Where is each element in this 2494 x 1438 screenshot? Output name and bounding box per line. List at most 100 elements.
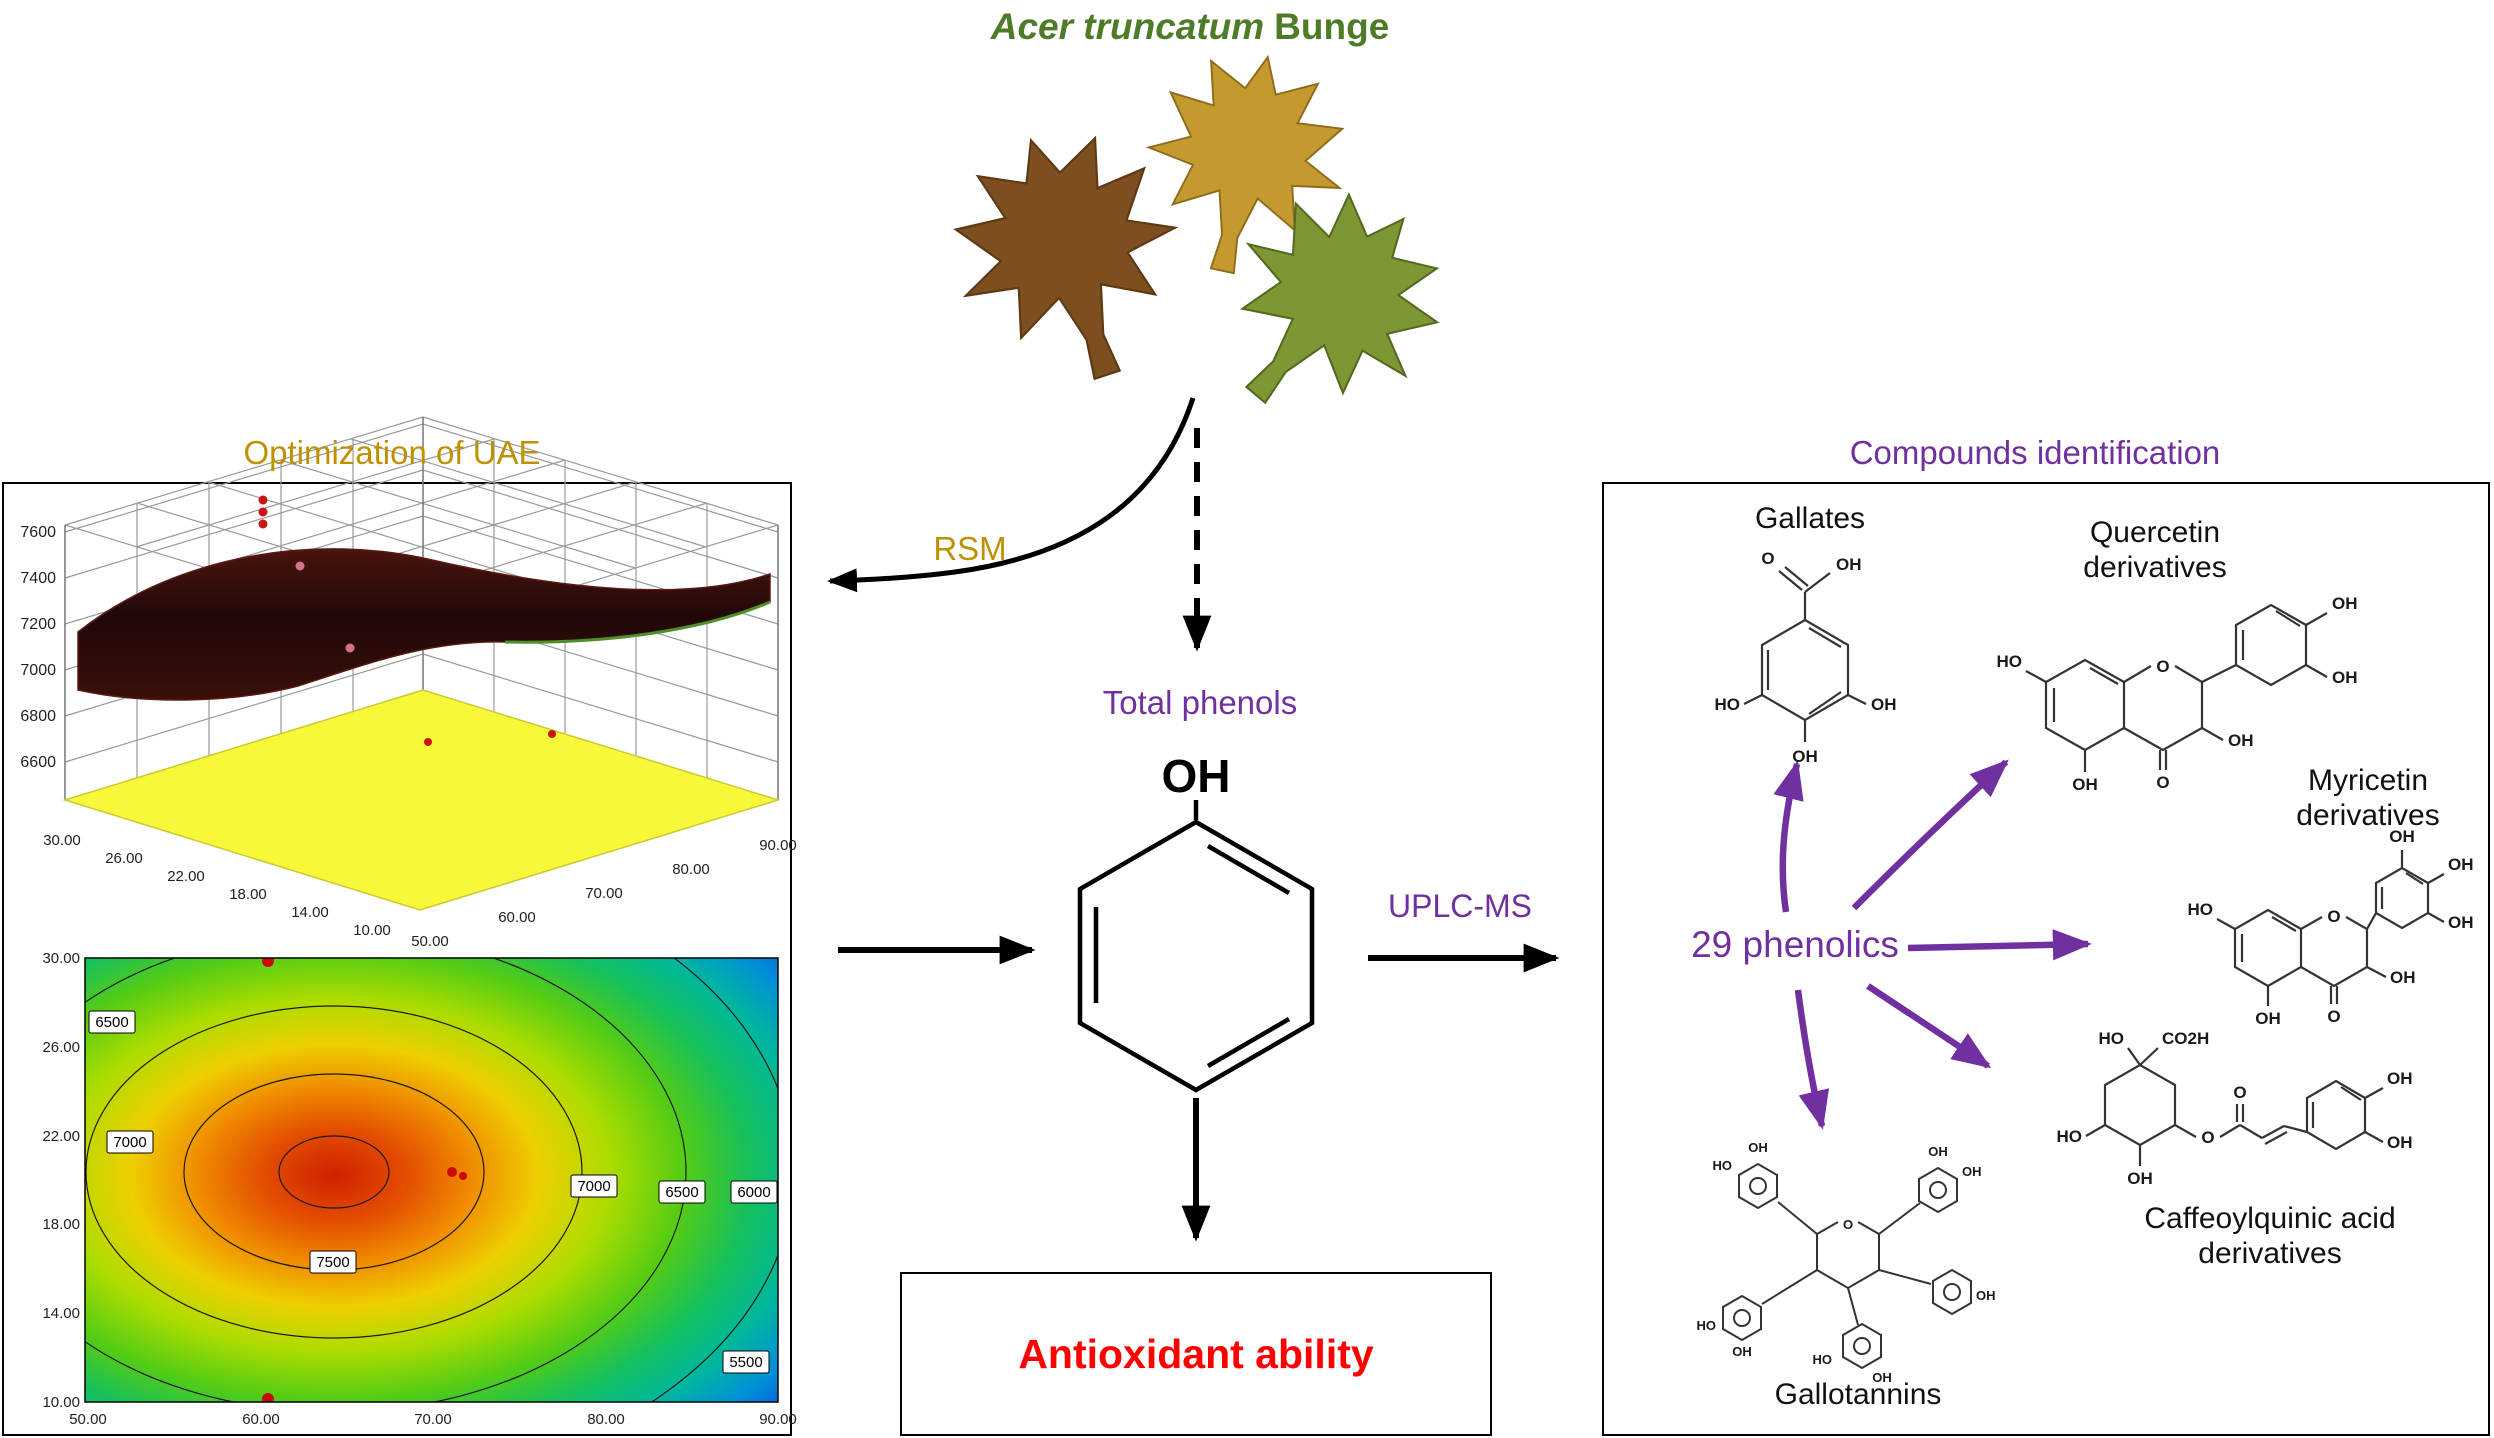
svg-text:OH: OH [2389, 827, 2415, 846]
svg-text:O: O [2156, 773, 2169, 792]
svg-text:OH: OH [1976, 1288, 1996, 1303]
svg-text:OH: OH [2448, 913, 2474, 932]
svg-text:OH: OH [1748, 1140, 1768, 1155]
caffeoylquinic-structure: HO CO2H HO OH O O OH OH [2057, 1029, 2413, 1188]
svg-text:O: O [2233, 1083, 2246, 1102]
caffeoylquinic-label: Caffeoylquinic acid derivatives [2118, 1202, 2422, 1271]
svg-text:7000: 7000 [113, 1134, 146, 1151]
svg-text:O: O [2327, 907, 2340, 926]
arrow-to-quercetin [1851, 759, 2009, 911]
surface-floor-plane [62, 689, 781, 911]
uplc-ms-label: UPLC-MS [1387, 888, 1532, 924]
svg-text:80.00: 80.00 [672, 861, 710, 878]
response-surface [77, 548, 771, 701]
svg-text:6800: 6800 [20, 708, 56, 725]
antioxidant-label: Antioxidant ability [1018, 1330, 1374, 1377]
svg-text:OH: OH [1928, 1144, 1948, 1159]
left-panel-heading: Optimization of UAE [243, 434, 541, 471]
svg-text:80.00: 80.00 [587, 1411, 625, 1428]
antioxidant-box: Antioxidant ability [900, 1272, 1492, 1436]
svg-text:OH: OH [2255, 1009, 2281, 1028]
svg-text:O: O [2156, 657, 2169, 676]
gallates-label: Gallates [1754, 502, 1866, 535]
svg-text:OH: OH [1836, 555, 1862, 574]
svg-text:HO: HO [1713, 1158, 1733, 1173]
svg-text:OH: OH [1871, 695, 1897, 714]
svg-text:6600: 6600 [20, 754, 56, 771]
svg-text:50.00: 50.00 [411, 933, 449, 950]
main-title-authority: Bunge [1274, 6, 1390, 47]
contour-border [84, 957, 779, 1403]
quercetin-label: Quercetin derivatives [2035, 516, 2275, 585]
svg-text:90.00: 90.00 [759, 837, 797, 854]
surface-3d-plot: 7600 7400 7200 7000 6800 6600 30.00 26.0… [20, 416, 797, 950]
svg-text:7500: 7500 [316, 1254, 349, 1271]
svg-text:6000: 6000 [737, 1184, 770, 1201]
surface-y-ticks: 50.00 60.00 70.00 80.00 90.00 [411, 837, 797, 950]
svg-text:HO: HO [1997, 652, 2023, 671]
phenolics-arrows [1773, 759, 2092, 1130]
rsm-curved-arrow [827, 397, 1196, 593]
svg-text:30.00: 30.00 [42, 950, 80, 967]
svg-text:30.00: 30.00 [43, 832, 81, 849]
right-panel [1602, 482, 2490, 1436]
svg-text:O: O [2327, 1007, 2340, 1026]
svg-text:6500: 6500 [665, 1184, 698, 1201]
total-phenols-label: Total phenols [1102, 684, 1298, 721]
svg-text:HO: HO [1697, 1318, 1717, 1333]
svg-text:HO: HO [2057, 1127, 2083, 1146]
svg-text:70.00: 70.00 [414, 1411, 452, 1428]
svg-text:OH: OH [2072, 775, 2098, 794]
main-title-species: Acer truncatum [990, 6, 1265, 47]
svg-text:O: O [2201, 1128, 2214, 1147]
svg-text:90.00: 90.00 [759, 1411, 797, 1428]
caffeoylquinic-label-line1: Caffeoylquinic acid [2144, 1202, 2396, 1235]
svg-text:22.00: 22.00 [167, 868, 205, 885]
svg-text:70.00: 70.00 [585, 885, 623, 902]
quercetin-label-line1: Quercetin [2089, 516, 2221, 549]
svg-text:5500: 5500 [729, 1354, 762, 1371]
gallotannins-structure: O HO OH OH OH OH OH HO HO OH [1697, 1140, 1996, 1385]
gallates-structure: O OH HO OH OH [1715, 549, 1897, 766]
svg-text:OH: OH [1792, 747, 1818, 766]
rsm-label: RSM [933, 530, 1007, 567]
svg-text:7600: 7600 [20, 524, 56, 541]
svg-text:7000: 7000 [20, 662, 56, 679]
myricetin-label-line1: Myricetin [2307, 764, 2428, 797]
surface-green-edge [504, 600, 771, 644]
svg-text:60.00: 60.00 [498, 909, 536, 926]
quercetin-label-line2: derivatives [2083, 550, 2227, 584]
svg-text:60.00: 60.00 [242, 1411, 280, 1428]
svg-text:18.00: 18.00 [229, 886, 267, 903]
svg-text:26.00: 26.00 [42, 1039, 80, 1056]
quercetin-structure: HO O OH OH OH O OH [1997, 594, 2358, 794]
svg-text:OH: OH [2387, 1133, 2413, 1152]
svg-text:HO: HO [2099, 1029, 2125, 1048]
contour-y-ticks: 30.00 26.00 22.00 18.00 14.00 10.00 [42, 950, 80, 1411]
arrow-to-myricetin [1907, 929, 2092, 961]
arrow-to-gallotannins [1794, 989, 1830, 1130]
svg-text:O: O [1761, 549, 1774, 568]
contour-plot: 6500 7000 7500 7000 6500 6000 5500 30.00… [42, 950, 797, 1428]
phenol-structure: OH [1077, 750, 1315, 1093]
svg-text:OH: OH [1732, 1344, 1752, 1359]
svg-text:OH: OH [2332, 594, 2358, 613]
myricetin-label: Myricetin derivatives [2262, 764, 2474, 833]
phenolics-count-label: 29 phenolics [1691, 924, 1899, 965]
myricetin-structure: HO O OH OH OH OH O OH [2188, 827, 2474, 1028]
maple-leaves-image [925, 35, 1483, 462]
svg-text:18.00: 18.00 [42, 1216, 80, 1233]
right-panel-heading: Compounds identification [1849, 434, 2221, 471]
svg-text:HO: HO [2188, 900, 2214, 919]
svg-text:OH: OH [2390, 968, 2416, 987]
svg-text:OH: OH [2448, 855, 2474, 874]
svg-text:OH: OH [1962, 1164, 1982, 1179]
svg-text:O: O [1843, 1217, 1853, 1232]
svg-text:10.00: 10.00 [353, 922, 391, 939]
svg-text:14.00: 14.00 [42, 1305, 80, 1322]
phenol-oh-label: OH [1162, 750, 1231, 802]
contour-field [85, 958, 778, 1402]
